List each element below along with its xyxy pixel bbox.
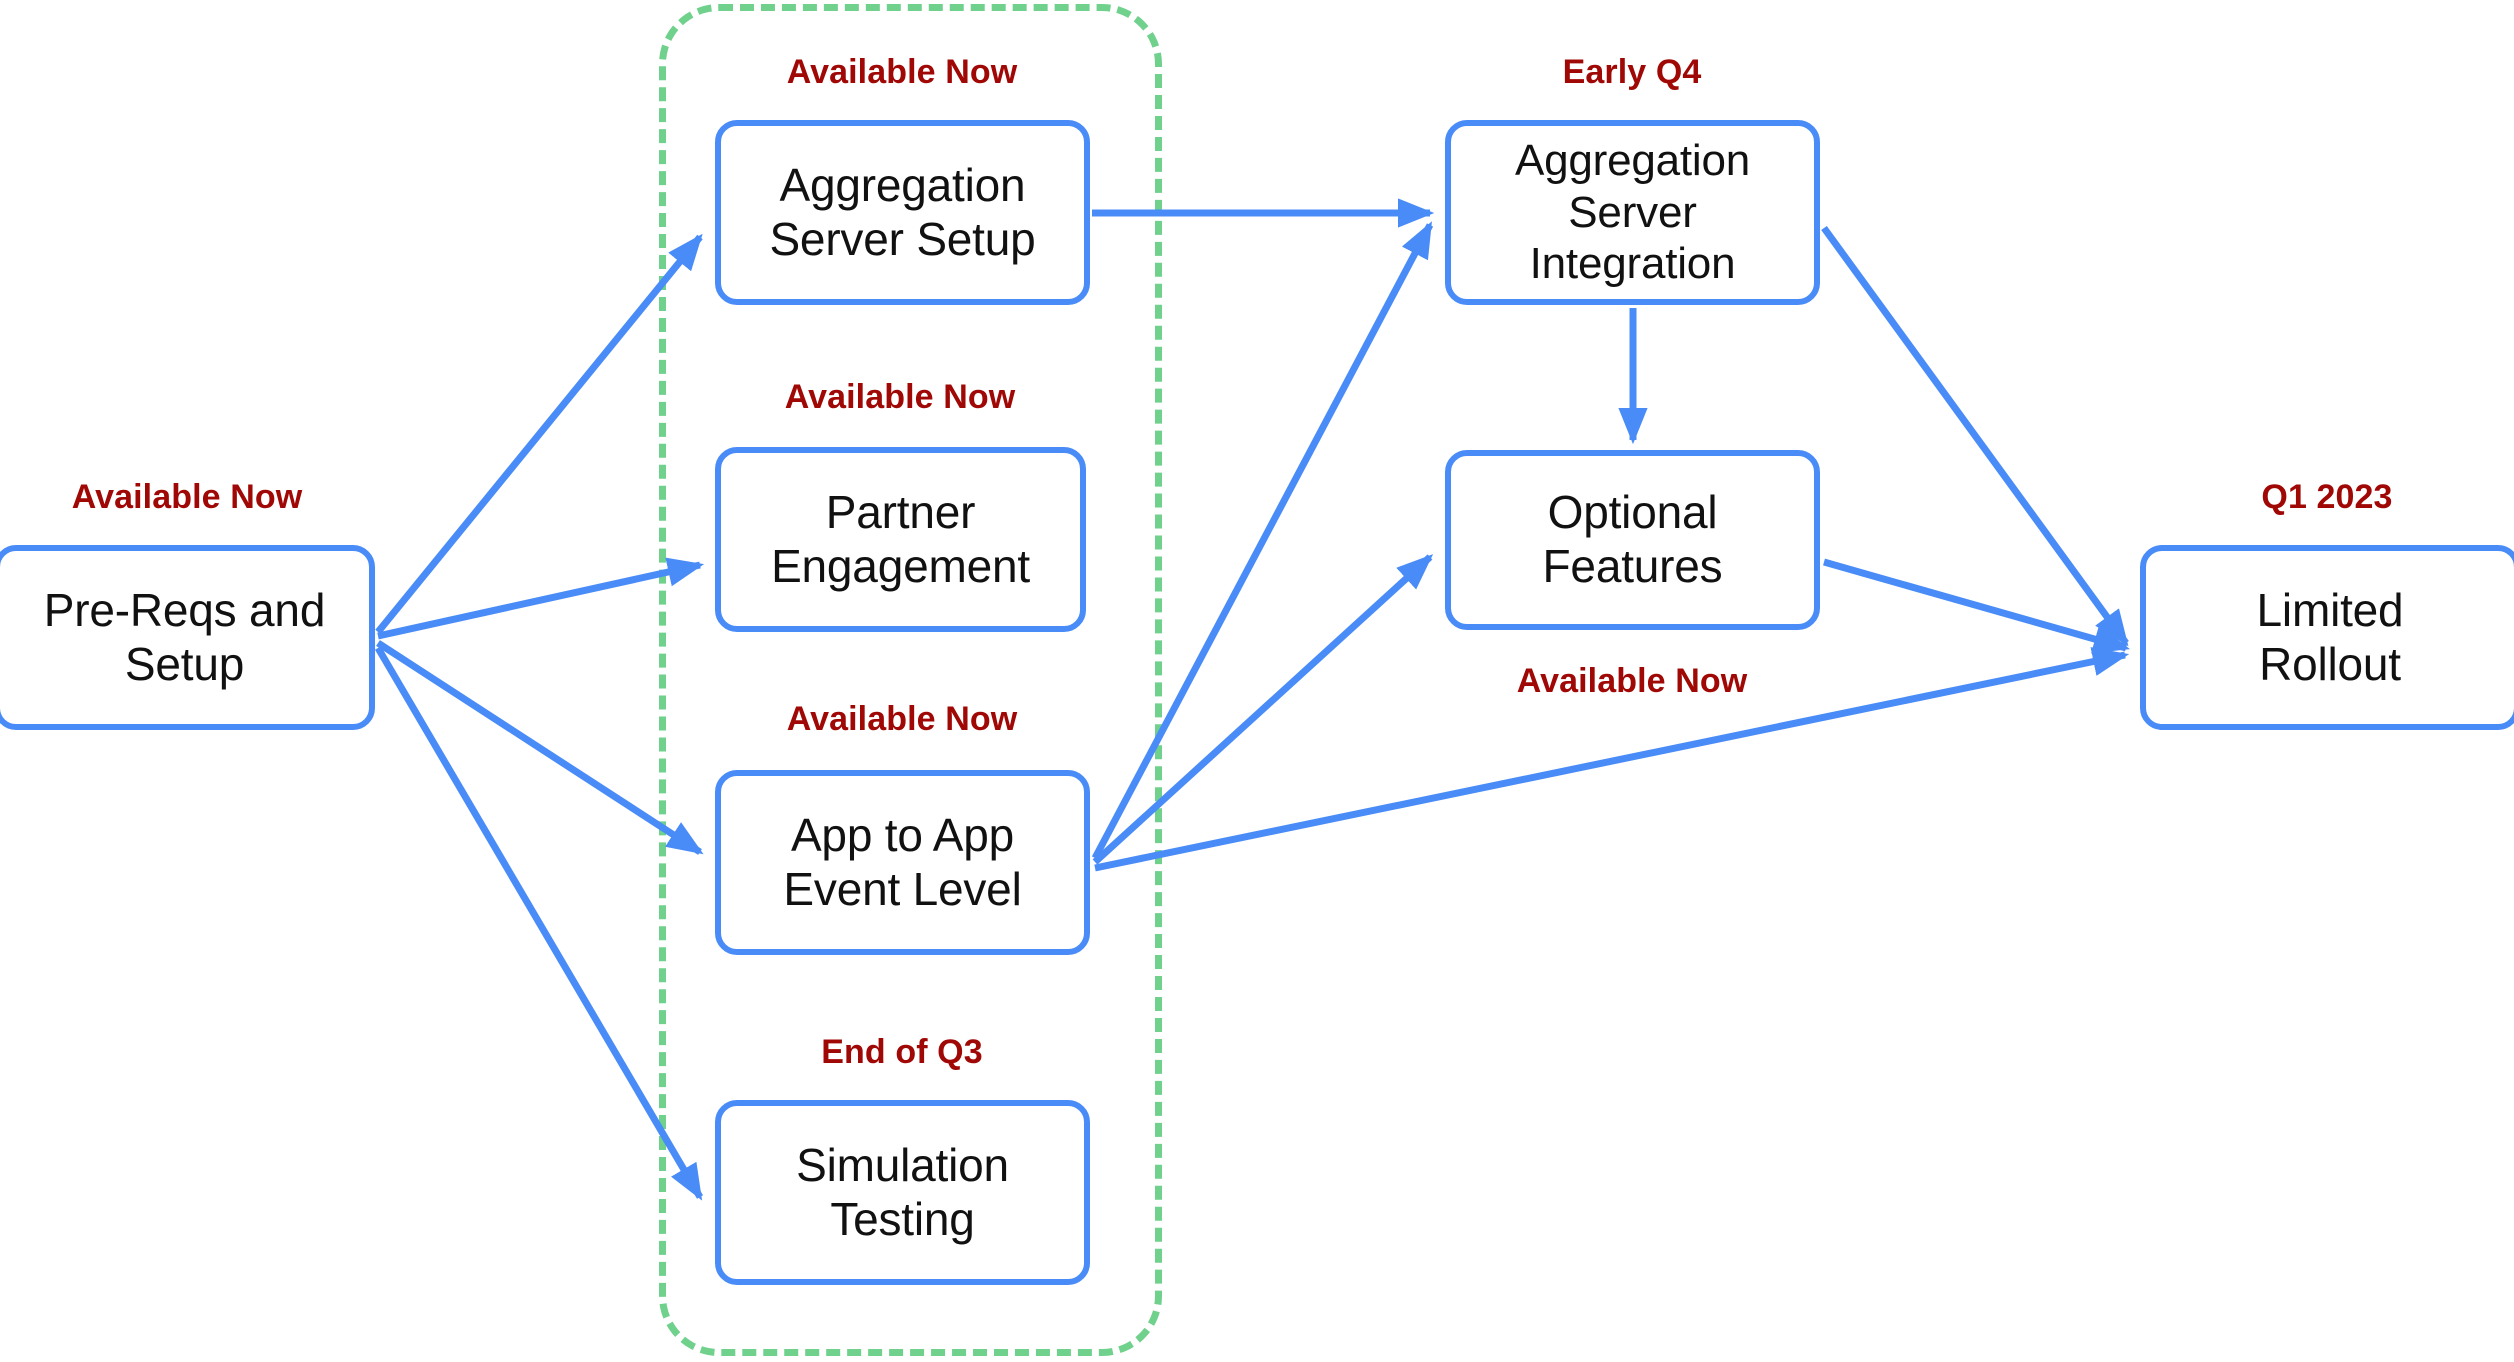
edge-prereqs-to-partner-engagement — [377, 557, 705, 640]
node-label-app-to-app-event-level: App to App Event Level — [783, 808, 1022, 915]
node-label-pre-reqs: Pre-Reqs and Setup — [43, 583, 326, 690]
node-partner-engagement[interactable]: Partner Engagement — [715, 447, 1086, 632]
edge-agg-integration-to-limited-rollout — [1821, 225, 2129, 647]
node-app-to-app-event-level[interactable]: App to App Event Level — [715, 770, 1090, 955]
node-label-optional-features: Optional Features — [1542, 486, 1723, 592]
milestone-optional-features: Available Now — [1516, 662, 1748, 700]
node-label-aggregation-server-integration: Aggregation Server Integration — [1514, 136, 1751, 289]
edge-prereqs-to-aggregation-server-setup — [375, 233, 703, 635]
node-label-partner-engagement: Partner Engagement — [771, 485, 1030, 592]
milestone-aggregation-server-integration: Early Q4 — [1562, 53, 1702, 91]
edge-prereqs-to-simulation-testing — [374, 646, 704, 1201]
milestone-limited-rollout: Q1 2023 — [2261, 478, 2393, 516]
edge-optional-features-to-limited-rollout — [1823, 558, 2131, 654]
node-aggregation-server-setup[interactable]: Aggregation Server Setup — [715, 120, 1090, 305]
node-optional-features[interactable]: Optional Features — [1445, 450, 1820, 630]
node-simulation-testing[interactable]: Simulation Testing — [715, 1100, 1090, 1285]
node-limited-rollout[interactable]: Limited Rollout — [2140, 545, 2514, 730]
milestone-pre-reqs: Available Now — [71, 478, 303, 516]
node-pre-reqs-and-setup[interactable]: Pre-Reqs and Setup — [0, 545, 375, 730]
node-aggregation-server-integration[interactable]: Aggregation Server Integration — [1445, 120, 1820, 305]
milestone-simulation-testing: End of Q3 — [821, 1033, 983, 1071]
milestone-aggregation-server-setup: Available Now — [786, 53, 1018, 91]
milestone-partner-engagement: Available Now — [784, 378, 1016, 416]
node-label-simulation-testing: Simulation Testing — [796, 1138, 1009, 1245]
milestone-app-to-app-event-level: Available Now — [786, 700, 1018, 738]
node-label-aggregation-server-setup: Aggregation Server Setup — [769, 158, 1036, 265]
edge-prereqs-to-app-to-app — [376, 640, 704, 855]
node-label-limited-rollout: Limited Rollout — [2256, 583, 2404, 690]
